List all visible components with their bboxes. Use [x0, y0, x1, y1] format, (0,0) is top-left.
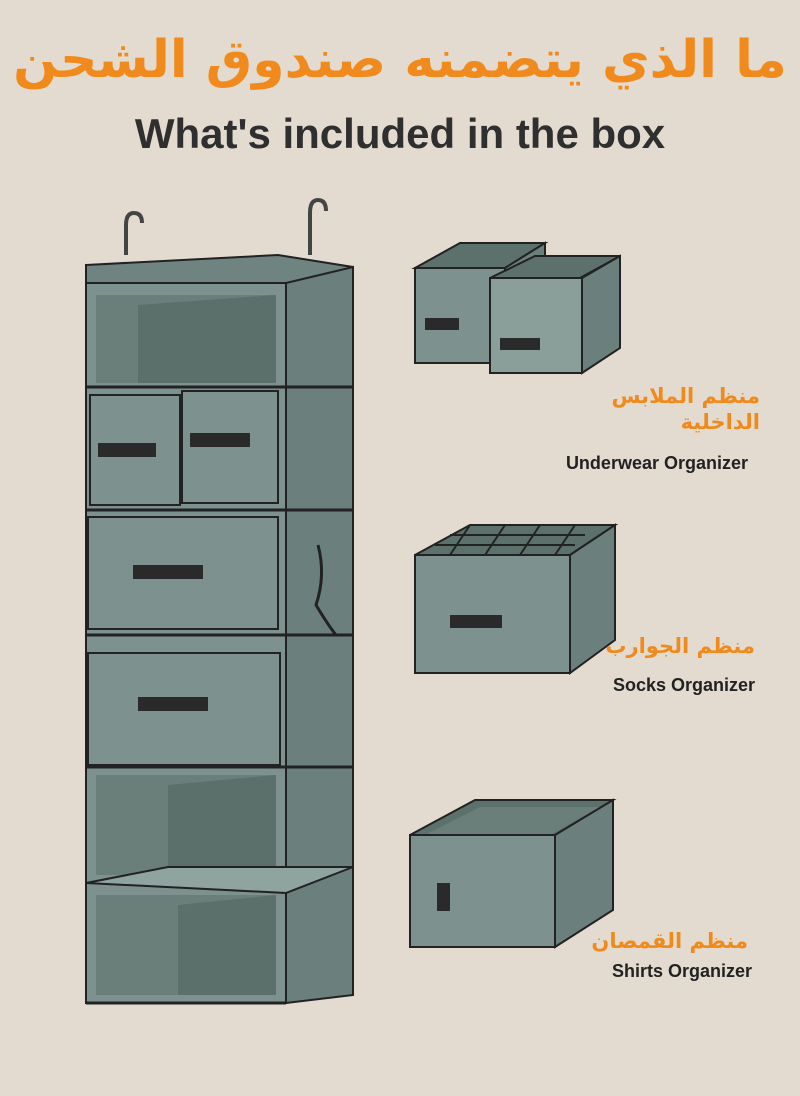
shirts-label-english: Shirts Organizer: [611, 961, 752, 981]
socks-label-english: Socks Organizer: [612, 675, 755, 695]
hanging-organizer-image: [85, 197, 354, 1005]
title-arabic: ما الذي يتضمنه صندوق الشحن: [13, 30, 787, 90]
title-english: What's included in the box: [134, 110, 666, 157]
shirts-label-arabic: منظم القمصان: [591, 929, 748, 953]
socks-organizer-image: [414, 523, 619, 675]
underwear-label-arabic: منظم الملابس الداخلية: [611, 384, 761, 435]
underwear-organizer-image: [411, 241, 621, 375]
underwear-label-english: Underwear Organizer: [565, 453, 748, 473]
socks-label-arabic: منظم الجوارب: [605, 634, 755, 658]
shirts-organizer-image: [409, 798, 617, 949]
